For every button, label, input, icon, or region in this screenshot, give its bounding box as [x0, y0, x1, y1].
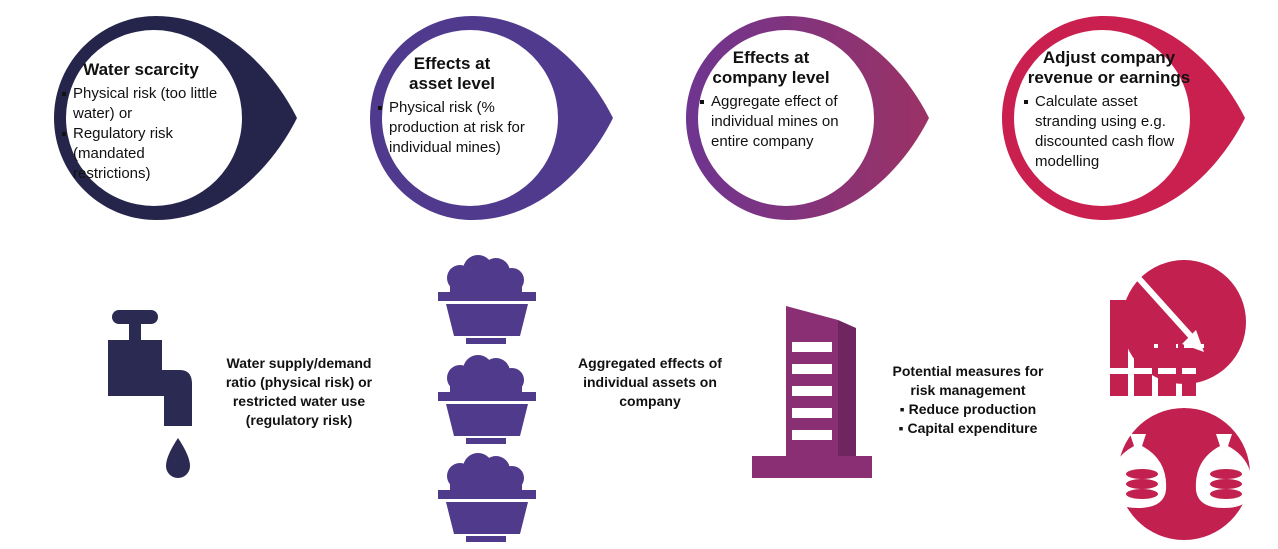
- stage-title: Adjust company revenue or earnings: [1027, 48, 1191, 87]
- stage-water-scarcity: Water scarcity Physical risk (too little…: [12, 8, 312, 228]
- stage-title: Effects at company level: [712, 48, 830, 87]
- stage-bullet: Regulatory risk (mandated restrictions): [62, 124, 220, 184]
- aggregated-effects-caption: Aggregated effects of individual assets …: [578, 355, 722, 409]
- stage-title: Water scarcity: [83, 60, 199, 79]
- stage-asset-level: Effects at asset level Physical risk (% …: [328, 8, 628, 228]
- money-bags-icon: [1109, 408, 1253, 540]
- water-supply-caption: Water supply/demand ratio (physical risk…: [225, 355, 373, 428]
- stage-2-shape: [370, 16, 613, 220]
- stage-4-shape: [1002, 16, 1245, 220]
- stage-adjust-revenue: Adjust company revenue or earnings Calcu…: [960, 8, 1260, 228]
- measure-reduce-production: Reduce production: [880, 400, 1056, 419]
- stage-bullet: Calculate asset stranding using e.g. dis…: [1024, 92, 1175, 172]
- stage-title: Effects at asset level: [408, 54, 495, 93]
- stage-bullet: Aggregate effect of individual mines on …: [700, 92, 850, 152]
- measure-capital-expenditure: Capital expenditure: [880, 419, 1056, 438]
- risk-measures-caption: Potential measures for risk management R…: [880, 362, 1056, 438]
- mine-cart-icon: [438, 255, 536, 542]
- risk-measures-title: Potential measures for risk management: [892, 363, 1044, 398]
- declining-chart-icon: [1110, 260, 1246, 396]
- stage-bullet: Physical risk (too little water) or: [62, 84, 220, 124]
- stage-1-shape: [54, 16, 297, 220]
- stage-3-shape: [686, 16, 929, 220]
- water-tap-icon: [108, 310, 192, 478]
- stage-bullet: Physical risk (% production at risk for …: [378, 98, 528, 158]
- stage-company-level: Effects at company level Aggregate effec…: [644, 8, 944, 228]
- office-building-icon: [752, 306, 872, 478]
